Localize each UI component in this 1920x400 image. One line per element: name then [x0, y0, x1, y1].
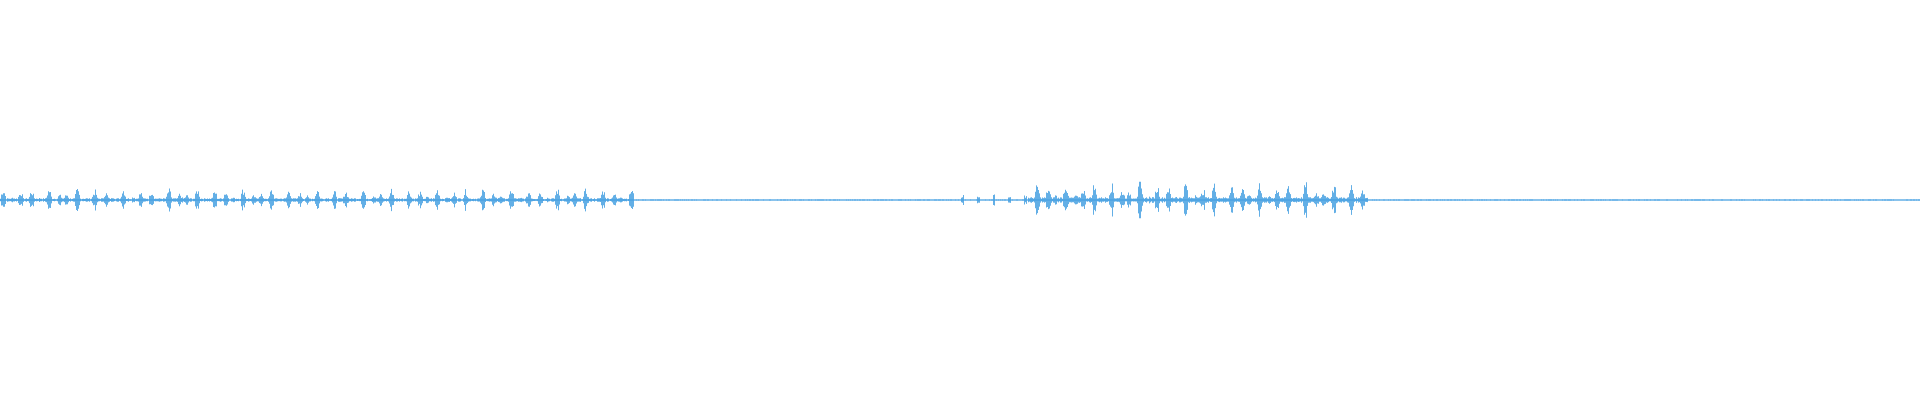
waveform-trace [0, 181, 1920, 219]
waveform-peaks [0, 181, 1920, 219]
